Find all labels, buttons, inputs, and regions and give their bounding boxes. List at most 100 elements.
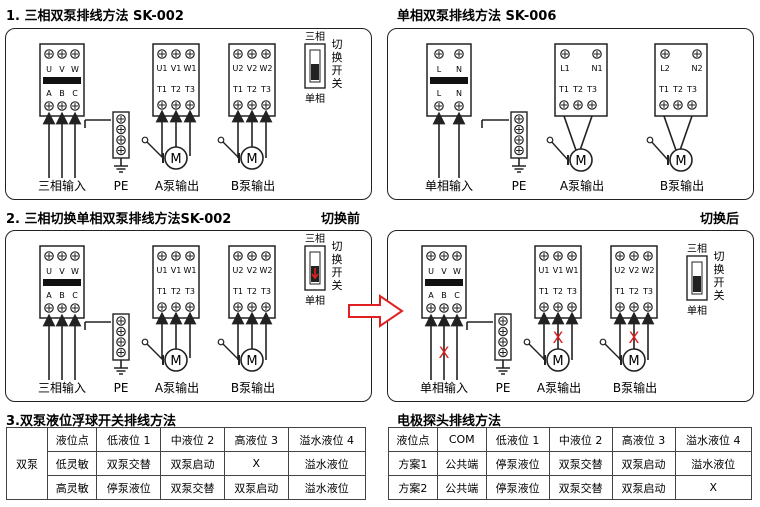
table-cell: 溢水液位 — [674, 451, 753, 476]
earth-terminal — [217, 338, 225, 346]
label-pe: PE — [114, 179, 129, 193]
transition-arrow — [348, 294, 404, 328]
contactor-terminal-label: T1 — [558, 85, 569, 94]
contactor-terminal-label: T2 — [170, 85, 181, 94]
switch-label-vertical: 关 — [332, 278, 343, 292]
contactor-terminal-label: W2 — [260, 64, 273, 73]
contactor-terminal-label: T3 — [260, 287, 271, 296]
breaker-terminal-label: V — [59, 267, 65, 276]
table-cell: X — [223, 451, 289, 476]
before-label: 切换前 — [321, 212, 361, 227]
breaker-terminal-label: W — [71, 65, 79, 74]
selector-knob — [693, 276, 701, 292]
earth-terminal — [141, 136, 149, 144]
contactor-terminal-label: U1 — [157, 266, 168, 275]
breaker-terminal-label: N — [456, 89, 462, 98]
motor-label: M — [675, 154, 686, 169]
label-pump-a-output: A泵输出 — [537, 380, 581, 395]
table-cell: 双泵启动 — [611, 451, 676, 476]
breaker-terminal-label: V — [59, 65, 65, 74]
table-cell: 溢水液位 4 — [287, 427, 367, 452]
table-cell: 高液位 3 — [223, 427, 289, 452]
contactor-terminal-label: T1 — [538, 287, 549, 296]
label-pe: PE — [496, 381, 511, 395]
table-cell: 溢水液位 — [287, 451, 367, 476]
breaker-terminal-label: W — [453, 267, 461, 276]
motor-icon — [546, 348, 570, 372]
breaker-terminal-label: B — [441, 291, 447, 300]
table-row: 双泵 液位点 低液位 1 中液位 2 高液位 3 溢水液位 4 — [6, 427, 367, 500]
table-row: 高灵敏 停泵液位 双泵交替 双泵启动 溢水液位 — [7, 475, 367, 500]
earth-terminal — [217, 136, 225, 144]
switch-label-vertical: 换 — [714, 262, 725, 276]
contactor-terminal-label: U1 — [539, 266, 550, 275]
motor-icon — [164, 348, 188, 372]
motor-label: M — [552, 354, 563, 369]
contactor-terminal-label: T2 — [246, 85, 257, 94]
table-cell: 溢水液位 — [287, 475, 367, 500]
label-pump-b-output: B泵输出 — [231, 178, 275, 193]
breaker-terminal-label: C — [454, 291, 460, 300]
table-cell: 双泵启动 — [223, 475, 289, 500]
breaker-terminal-label: A — [46, 291, 52, 300]
switch-label-vertical: 开 — [332, 64, 343, 77]
motor-wire — [663, 115, 679, 157]
breaker-terminal-label: A — [428, 291, 434, 300]
contactor-terminal-label: T3 — [184, 85, 195, 94]
label-pump-b-output: B泵输出 — [660, 178, 704, 193]
contactor-terminal-label: T3 — [260, 85, 271, 94]
contactor-terminal-label: L2 — [660, 64, 670, 73]
contactor-terminal-label: T2 — [672, 85, 683, 94]
table-cell: COM — [436, 427, 487, 452]
table-cell: 中液位 2 — [160, 427, 225, 452]
switch-label-vertical: 换 — [332, 252, 343, 266]
switch-label-vertical: 开 — [714, 276, 725, 289]
section-1b-title: 单相双泵排线方法 SK-006 — [397, 9, 557, 24]
contactor-terminal-label: T2 — [572, 85, 583, 94]
table-cell: 低灵敏 — [46, 451, 98, 476]
contactor-terminal-label: W2 — [260, 266, 273, 275]
label-pe: PE — [114, 381, 129, 395]
table-cell: 双泵交替 — [160, 475, 225, 500]
contactor-terminal-label: T1 — [232, 287, 243, 296]
motor-icon — [669, 148, 693, 172]
motor-icon — [240, 146, 264, 170]
contactor-terminal-label: T1 — [232, 85, 243, 94]
breaker-terminal-label: N — [456, 65, 462, 74]
table-row: 方案1 公共端 停泵液位 双泵交替 双泵启动 溢水液位 — [388, 451, 753, 476]
table-cell: 双泵交替 — [548, 451, 613, 476]
motor-icon — [569, 148, 593, 172]
table-row: 方案2 公共端 停泵液位 双泵交替 双泵启动 X — [388, 475, 753, 500]
motor-earth-lead — [602, 341, 622, 361]
label-pump-b-output: B泵输出 — [231, 380, 275, 395]
motor-earth-lead — [144, 139, 164, 159]
table-cell: 停泵液位 — [96, 475, 162, 500]
table-cell: 停泵液位 — [485, 451, 550, 476]
table-cell: 公共端 — [436, 451, 487, 476]
table-cell: 双泵交替 — [96, 451, 162, 476]
label-pump-a-output: A泵输出 — [155, 380, 199, 395]
row-header: 双泵 — [6, 427, 48, 500]
contactor-terminal-label: V1 — [553, 266, 564, 275]
contactor-terminal-label: T3 — [184, 287, 195, 296]
contactor-terminal-label: W1 — [184, 266, 197, 275]
motor-earth-lead — [526, 341, 546, 361]
table-cell: 停泵液位 — [485, 475, 550, 500]
table-cell: X — [674, 475, 753, 500]
section-2-title: 2. 三相切换单相双泵排线方法SK-002 — [6, 212, 232, 227]
table-cell: 双泵启动 — [611, 475, 676, 500]
section-4-title: 电极探头排线方法 — [397, 414, 502, 429]
breaker-lever — [43, 77, 81, 84]
table-row: 液位点 COM 低液位 1 中液位 2 高液位 3 溢水液位 4 — [388, 427, 753, 452]
table-cell: 液位点 — [46, 427, 98, 452]
contactor-terminal-label: U1 — [157, 64, 168, 73]
motor-earth-lead — [649, 139, 669, 161]
contactor-terminal-label: T1 — [614, 287, 625, 296]
table-cell: 高灵敏 — [46, 475, 98, 500]
contactor-terminal-label: T3 — [686, 85, 697, 94]
table-cell: 双泵启动 — [160, 451, 225, 476]
switch-label-vertical: 关 — [332, 76, 343, 90]
